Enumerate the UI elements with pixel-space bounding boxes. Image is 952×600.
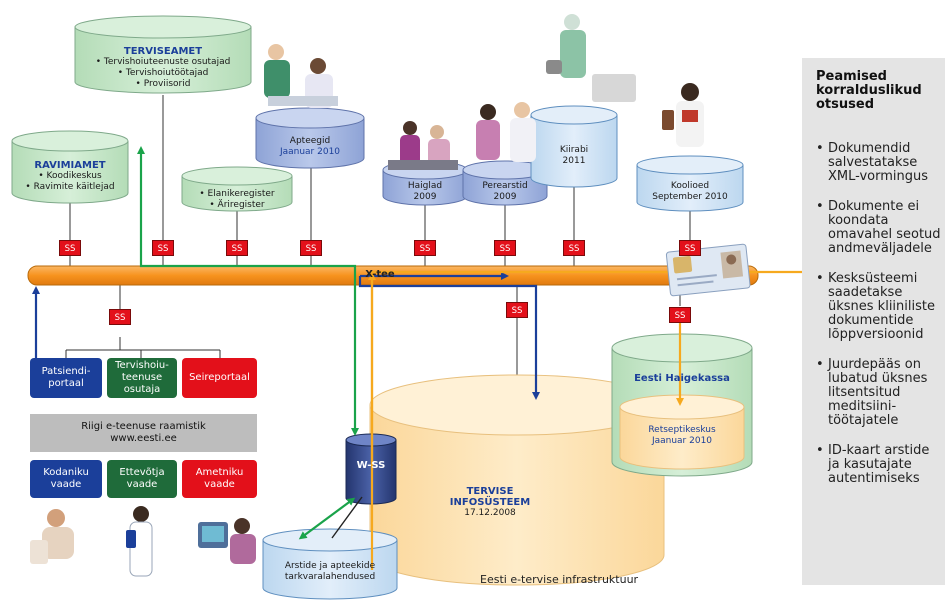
raamistik-name: Riigi e-teenuse raamistik [81,421,206,432]
ss-box-kooliod: SS [679,240,701,256]
terviseamet-line-1: • Tervishoiuteenuste osutajad [95,57,231,67]
green-arrow-tarkvara [298,497,356,540]
decision-item: Dokumendid salvestatakse XML-vormingus [816,142,942,184]
haiglad-label: Haiglad 2009 [385,181,465,203]
perearstid-date: 2009 [493,192,517,202]
decision-item: ID-kaart arstide ja kasutajate autentimi… [816,444,942,486]
ss-box-haigekassa: SS [669,307,691,323]
ravimiamet-cylinder [11,130,129,204]
terviseamet-line-2: • Tervishoiutöötajad [117,68,209,78]
decision-item: Kesksüsteemi saadetakse üksnes kliinilis… [816,272,942,342]
decision-item: Dokumente ei koondata omavahel seotud an… [816,200,942,256]
apteegid-date: Jaanuar 2010 [279,147,341,157]
retseptikeskus-date: Jaanuar 2010 [651,436,713,446]
patsiendiportaal-button[interactable]: Patsiendi-portaal [30,358,102,398]
kiirabi-cylinder [530,105,618,188]
tervise-label: TERVISE INFOSÜSTEEM 17.12.2008 [430,486,550,519]
kiirabi-label: Kiirabi 2011 [533,145,615,167]
ss-box-terviseamet: SS [152,240,174,256]
retseptikeskus-cylinder [619,394,745,470]
retseptikeskus-label: Retseptikeskus Jaanuar 2010 [624,425,740,447]
kooliod-name: Koolioed [670,181,710,191]
decisions-list: Dokumendid salvestatakse XML-vormingus D… [816,142,942,502]
tarkvara-label: Arstide ja apteekide tarkvaralahendused [284,561,376,582]
perearstid-label: Perearstid 2009 [465,181,545,203]
haigekassa-name: Eesti Haigekassa [634,373,730,384]
citizen-illustration [30,509,74,564]
kiirabi-date: 2011 [562,156,586,166]
ss-box-ravimiamet: SS [59,240,81,256]
id-card-image [665,243,751,297]
terviseamet-line-3: • Proviisorid [135,79,191,89]
kodaniku-vaade-button[interactable]: Kodaniku vaade [30,460,102,498]
ss-box-apteegid: SS [300,240,322,256]
ravimiamet-title: RAVIMIAMET [34,160,106,171]
ettevotja-vaade-button[interactable]: Ettevõtja vaade [107,460,177,498]
perearstid-cylinder [462,160,548,206]
wss-label: W-SS [356,460,386,471]
pharmacist-illustration [264,44,338,108]
riigi-raamistik-box: Riigi e-teenuse raamistik www.eesti.ee [30,414,257,452]
apteegid-label: Apteegid Jaanuar 2010 [258,136,362,158]
ravimiamet-line-2: • Ravimite käitlejad [25,182,115,192]
kooliod-label: Koolioed September 2010 [639,181,741,203]
official-illustration [198,518,256,564]
registers-line-1: • Elanikeregister [199,189,275,199]
kooliod-date: September 2010 [652,192,728,202]
tervise-infosusteem-cylinder [369,374,665,586]
green-arrow-wss [137,146,359,436]
xtee-label: X-tee [365,269,395,280]
doctor-illustration [126,506,153,577]
seireportaal-button[interactable]: Seireportaal [182,358,257,398]
ss-box-kiirabi: SS [563,240,585,256]
haiglad-date: 2009 [413,192,437,202]
raamistik-url[interactable]: www.eesti.ee [110,433,177,444]
apteegid-name: Apteegid [289,136,331,146]
haiglad-name: Haiglad [407,181,443,191]
blue-arrow-tervise [358,276,540,400]
ravimiamet-label: RAVIMIAMET • Koodikeskus • Ravimite käit… [14,160,126,193]
ss-box-perearstid: SS [494,240,516,256]
kooliod-cylinder [636,155,744,212]
terviseamet-title: TERVISEAMET [123,46,203,57]
registers-line-2: • Äriregister [209,200,265,210]
ss-box-registers: SS [226,240,248,256]
haigekassa-label: Eesti Haigekassa [622,373,742,384]
ametniku-vaade-button[interactable]: Ametniku vaade [182,460,257,498]
tervishoiuteenuse-osutaja-button[interactable]: Tervishoiu-teenuse osutaja [107,358,177,398]
ss-box-tervise: SS [506,302,528,318]
hospital-illustration [388,121,458,170]
ravimiamet-line-1: • Koodikeskus [38,171,102,181]
tervise-date: 17.12.2008 [464,508,516,518]
terviseamet-label: TERVISEAMET • Tervishoiuteenuste osutaja… [78,46,248,90]
decision-item: Juurdepääs on lubatud üksnes litsentsitu… [816,358,942,428]
retseptikeskus-name: Retseptikeskus [648,425,716,435]
ss-box-portals: SS [109,309,131,325]
registers-label: • Elanikeregister • Äriregister [184,189,290,211]
school-nurse-illustration [662,83,704,147]
terviseamet-cylinder [74,15,252,94]
ss-box-haiglad: SS [414,240,436,256]
diagram-caption: Eesti e-tervise infrastruktuur [480,573,639,586]
decisions-panel: Peamised korralduslikud otsused Dokumend… [802,58,945,585]
gp-illustration [476,102,536,162]
panel-title: Peamised korralduslikud otsused [816,69,922,112]
perearstid-name: Perearstid [482,181,528,191]
kiirabi-name: Kiirabi [559,145,589,155]
ambulance-illustration [546,14,636,102]
tervise-name: TERVISE INFOSÜSTEEM [449,486,531,508]
